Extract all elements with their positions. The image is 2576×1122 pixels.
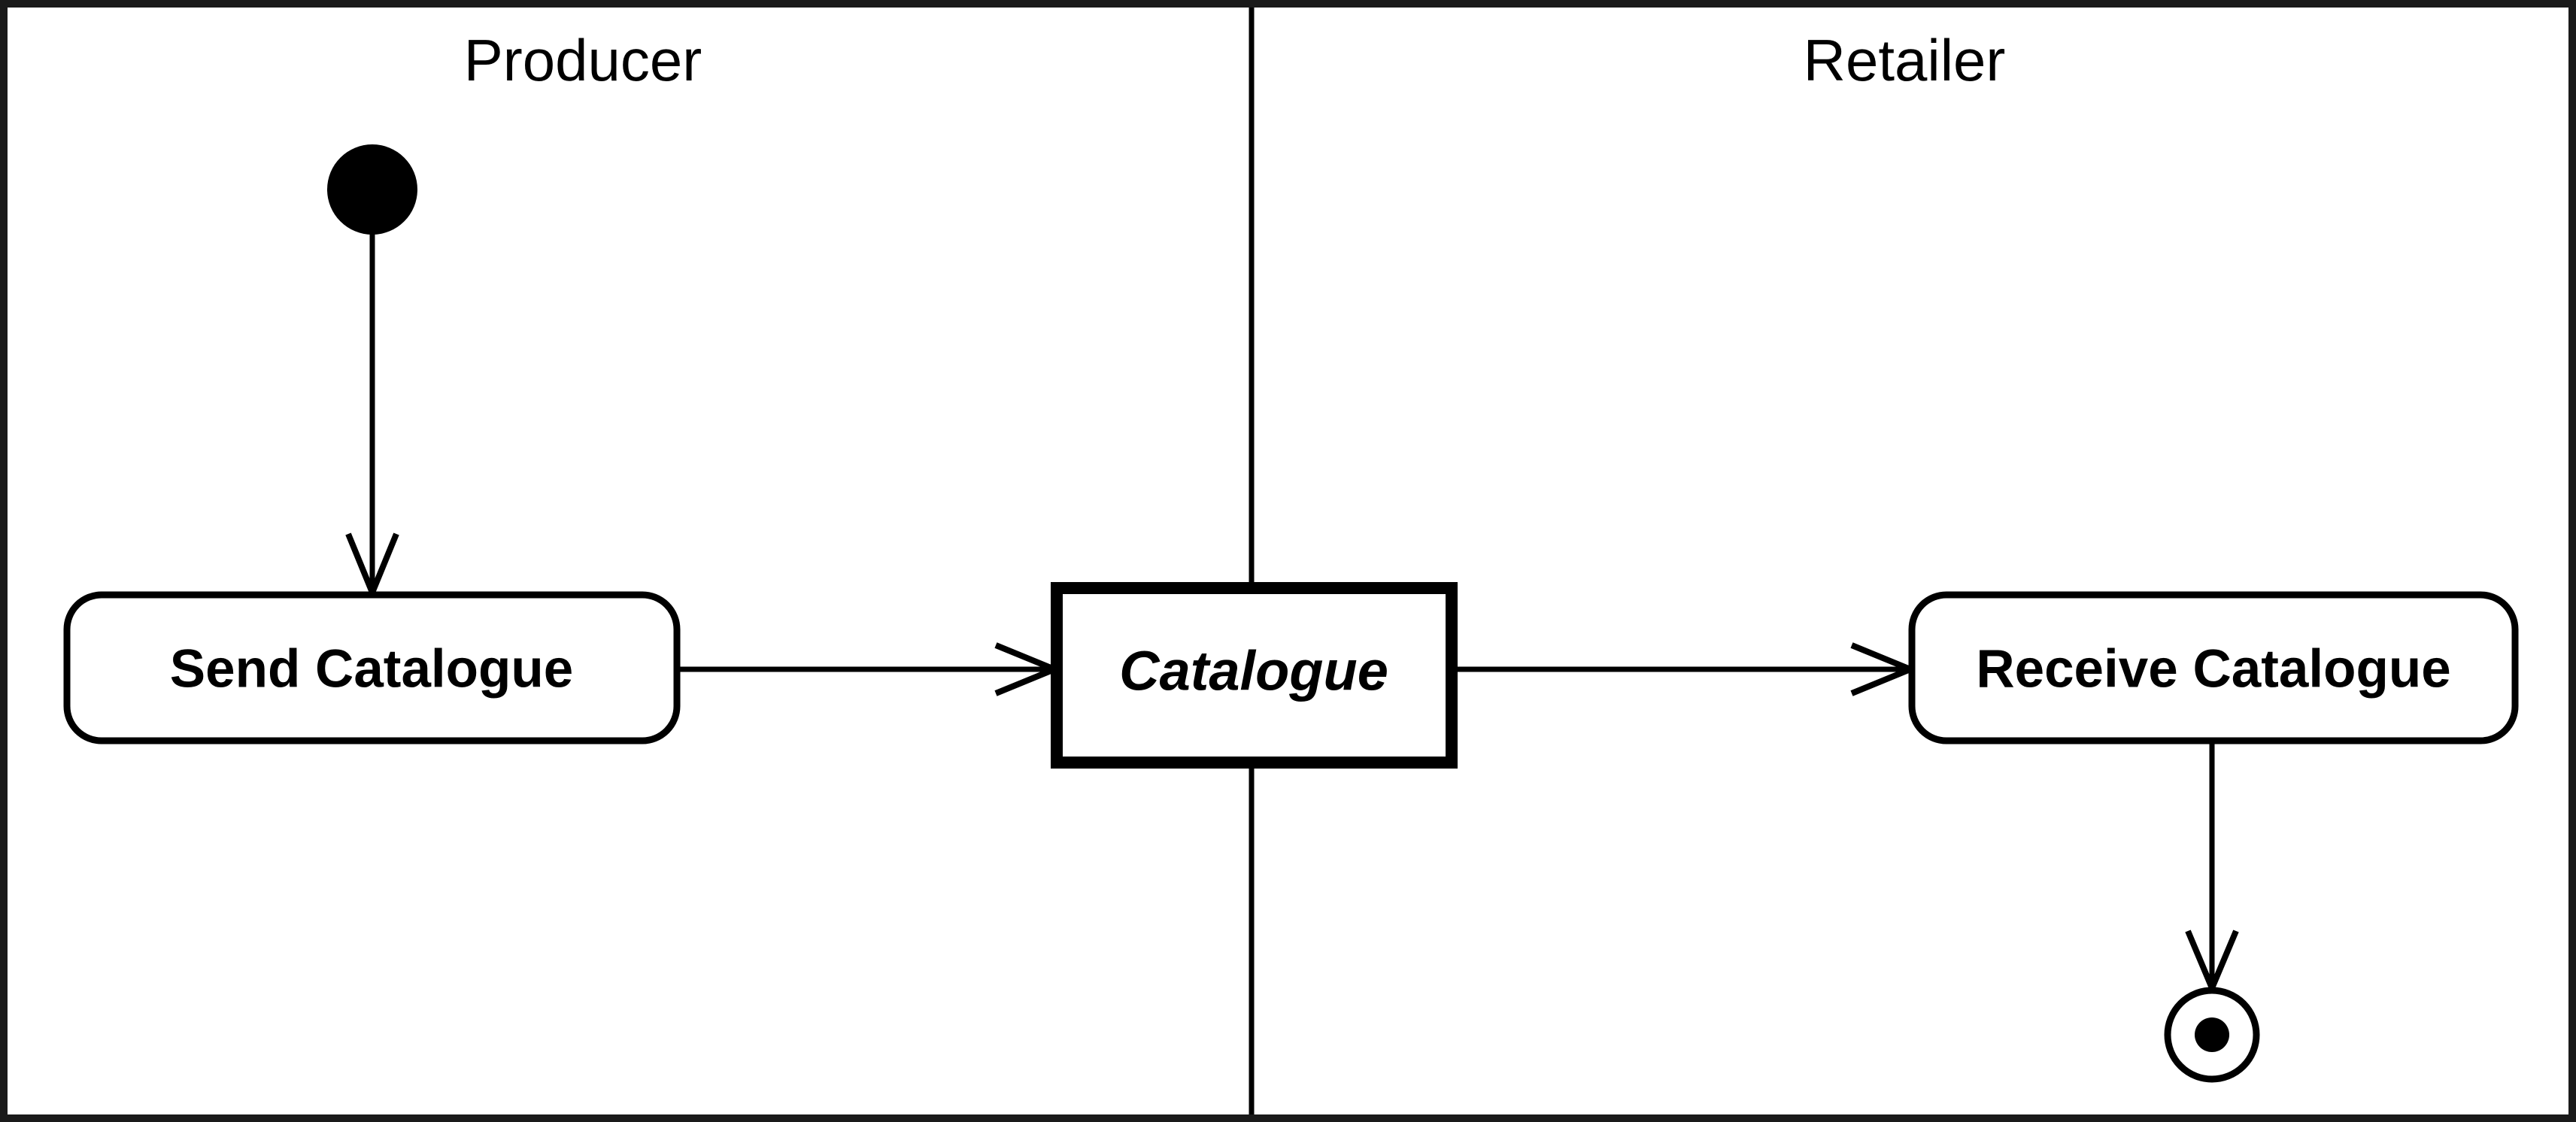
action-node-shape [1908, 591, 2519, 744]
edge-receive-to-final [2185, 741, 2239, 996]
action-node-label: Send Catalogue [170, 640, 574, 699]
object-node-label: Catalogue [1119, 640, 1388, 702]
edge-initial-to-send [345, 233, 399, 601]
final-node-icon [2164, 987, 2260, 1083]
object-node-shape [1051, 582, 1458, 769]
edge-send-to-catalogue [675, 642, 1063, 696]
edge-catalogue-to-receive [1452, 642, 1919, 696]
final-node-inner-dot [2195, 1017, 2229, 1052]
swimlane-title-producer: Producer [464, 27, 702, 93]
action-node-shape [63, 591, 681, 744]
object-node-catalogue: Catalogue [1051, 582, 1458, 769]
action-node-send-catalogue: Send Catalogue [63, 591, 681, 744]
action-node-receive-catalogue: Receive Catalogue [1908, 591, 2519, 744]
swimlane-title-retailer: Retailer [1804, 27, 2006, 93]
initial-node-icon [327, 144, 417, 235]
action-node-label: Receive Catalogue [1976, 640, 2450, 699]
